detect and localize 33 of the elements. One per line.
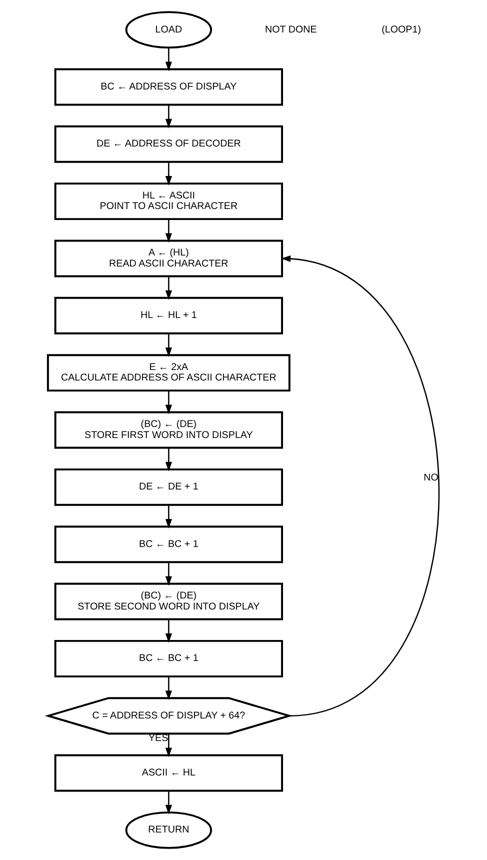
node-box: HL ← HL + 1 xyxy=(54,296,284,334)
node-box: BC ← BC + 1 xyxy=(54,640,284,678)
node-box: HL ← ASCII POINT TO ASCII CHARACTER xyxy=(54,182,284,220)
arrow xyxy=(165,390,172,414)
node-box: (BC) ← (DE) STORE SECOND WORD INTO DISPLAY xyxy=(54,582,284,620)
arrow xyxy=(165,734,172,758)
arrow xyxy=(165,790,172,814)
edge-label: YES xyxy=(148,733,168,744)
node-box: (BC) ← (DE) STORE FIRST WORD INTO DISPLAY xyxy=(54,411,284,449)
arrow xyxy=(165,104,172,128)
node-box: DE ← ADDRESS OF DECODER xyxy=(54,125,284,163)
arrow xyxy=(165,676,172,700)
arrow xyxy=(165,334,172,358)
edge-label: NO xyxy=(424,472,438,484)
node-ellipse: RETURN xyxy=(125,811,212,849)
arrow xyxy=(165,48,172,72)
arrow xyxy=(165,219,172,243)
node-box: A ← (HL) READ ASCII CHARACTER xyxy=(54,240,284,278)
node-ellipse: LOAD xyxy=(125,11,212,49)
arrow xyxy=(165,562,172,586)
arrow xyxy=(281,255,440,716)
label: NOT DONE xyxy=(265,24,317,36)
arrow xyxy=(165,276,172,300)
node-box: BC ← BC + 1 xyxy=(54,526,284,564)
label: (LOOP1) xyxy=(382,24,422,36)
node-box: E ← 2xA CALCULATE ADDRESS OF ASCII CHARACTER xyxy=(46,354,290,392)
arrow xyxy=(165,448,172,472)
node-box: BC ← ADDRESS OF DISPLAY xyxy=(54,68,284,106)
arrow xyxy=(165,505,172,529)
arrow xyxy=(165,619,172,643)
arrow xyxy=(165,162,172,186)
node-box: DE ← DE + 1 xyxy=(54,468,284,506)
node-box: ASCII ← HL xyxy=(54,754,284,792)
